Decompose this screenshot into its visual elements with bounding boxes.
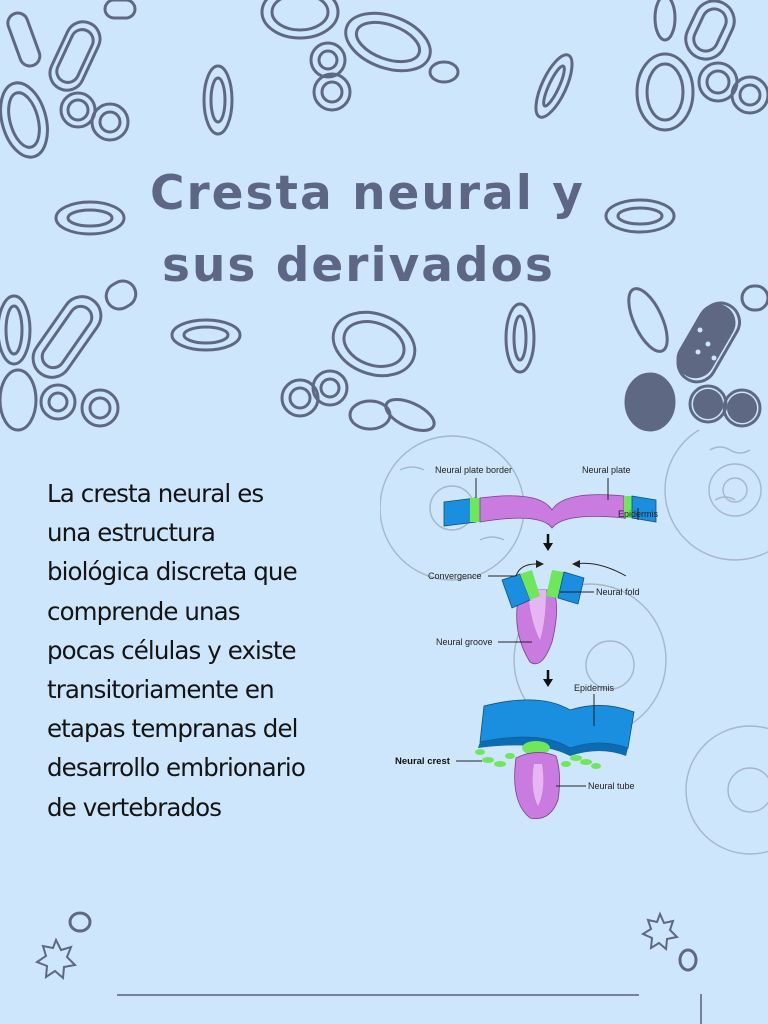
body-line: La cresta neural es <box>47 479 264 508</box>
body-paragraph: La cresta neural es una estructura bioló… <box>47 474 347 827</box>
stage-neural-tube <box>475 699 635 819</box>
cell-icon <box>260 0 340 40</box>
bacteria-icon <box>684 0 736 61</box>
bacteria-icon <box>6 11 42 68</box>
bacteria-icon <box>0 81 49 159</box>
label-convergence: Convergence <box>428 571 482 581</box>
virus-icon <box>34 937 78 981</box>
footer-tick <box>700 994 702 1024</box>
label-neural-crest: Neural crest <box>395 756 451 767</box>
bacteria-icon <box>31 295 103 379</box>
arrow-down-icon <box>543 534 553 551</box>
label-neural-plate-border: Neural plate border <box>435 465 512 475</box>
label-epidermis-bottom: Epidermis <box>574 683 615 693</box>
page-title: Cresta neural y sus derivados <box>150 158 585 302</box>
bacteria-icon <box>48 20 102 92</box>
cell-icon <box>331 310 417 378</box>
body-line: biológica discreta que <box>47 557 298 587</box>
title-line-1: Cresta neural y <box>150 166 585 221</box>
label-neural-groove: Neural groove <box>436 637 493 647</box>
body-line: transitoriamente en <box>47 675 275 705</box>
neural-crest-diagram: Neural plate border Neural plate Epiderm… <box>380 430 768 855</box>
cell-icon <box>344 11 432 73</box>
label-neural-fold: Neural fold <box>596 587 640 597</box>
arrow-down-icon <box>543 670 553 687</box>
footer-divider <box>117 994 639 996</box>
body-line: una estructura <box>47 518 216 548</box>
label-neural-tube: Neural tube <box>588 781 635 791</box>
body-line: etapas tempranas del <box>47 714 298 744</box>
stage-neural-groove <box>501 570 585 665</box>
body-line: pocas células y existe <box>47 635 297 665</box>
virus-icon <box>640 911 680 952</box>
body-line: comprende unas <box>47 596 241 626</box>
title-line-2: sus derivados <box>162 238 555 293</box>
label-neural-plate: Neural plate <box>582 465 631 475</box>
body-line: de vertebrados <box>47 792 222 822</box>
body-line: desarrollo embrionario <box>47 753 306 783</box>
